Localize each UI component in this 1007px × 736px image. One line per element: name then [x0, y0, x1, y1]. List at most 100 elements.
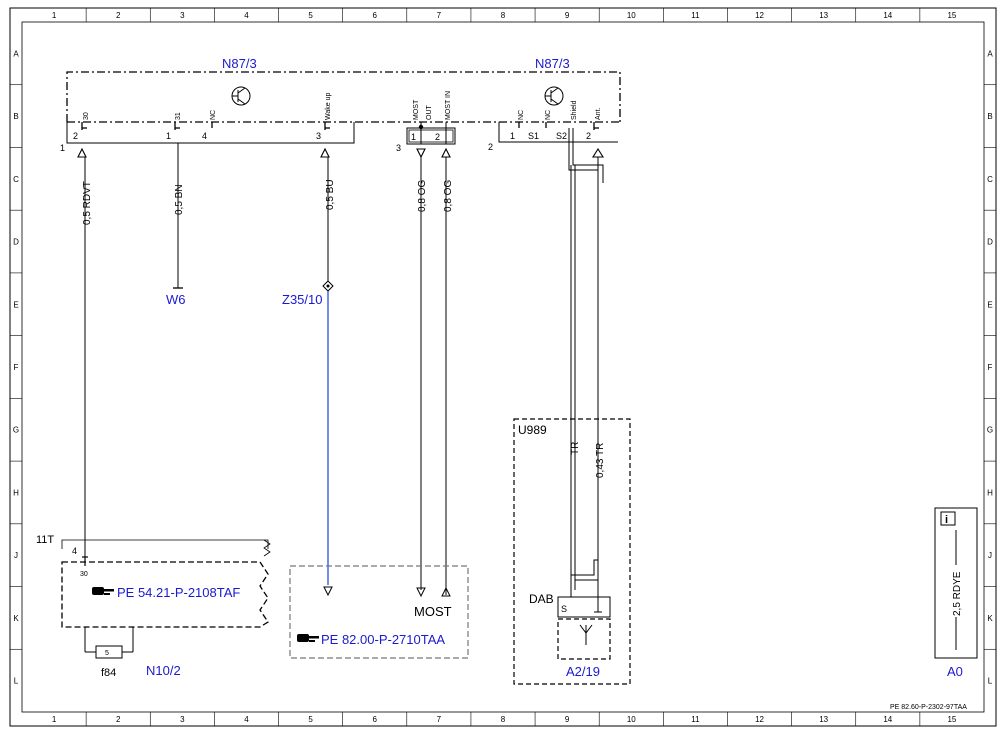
link-pe54[interactable]: PE 54.21-P-2108TAF [117, 585, 240, 600]
wire-label-og-1: 0,8 OG [417, 180, 428, 212]
info-link-pe82[interactable]: PE 82.00-P-2710TAA [297, 632, 445, 647]
grid-row-label: K [13, 614, 19, 623]
wire-label-rdye: 2,5 RDYE [952, 571, 963, 616]
transistor-icon [544, 86, 564, 106]
grid-col-label: 5 [308, 11, 313, 20]
w6-label: W6 [166, 292, 186, 307]
pin-1: 1 [166, 131, 171, 141]
most-pin-2: 2 [435, 132, 440, 142]
grid-col-label: 6 [373, 715, 378, 724]
pin-label-wake-up: Wake up [325, 93, 332, 120]
grid-col-label: 15 [947, 11, 956, 20]
n10-2-label: N10/2 [146, 663, 181, 678]
most-bus-label: MOST [414, 604, 452, 619]
document-id: PE 82.60-P-2302-97TAA [890, 704, 967, 711]
grid-row-label: G [13, 426, 19, 435]
grid-row-label: L [988, 677, 993, 686]
grid-row-label: F [14, 363, 19, 372]
pin-s2: S2 [556, 131, 567, 141]
grid-ruler [10, 8, 996, 726]
grid-col-label: 8 [501, 11, 506, 20]
z35-label: Z35/10 [282, 292, 322, 307]
u989-box [513, 418, 631, 685]
wire-label-043-tr: 0,43 TR [595, 443, 606, 478]
grid-row-label: D [13, 238, 19, 247]
link-pe82[interactable]: PE 82.00-P-2710TAA [321, 632, 445, 647]
grid-row-label: B [987, 112, 992, 121]
grid-col-label: 5 [308, 715, 313, 724]
pin-4: 4 [202, 131, 207, 141]
fuse-label: f84 [101, 667, 116, 679]
grid-col-label: 9 [565, 715, 570, 724]
pin-label-most: MOST [413, 99, 420, 120]
grid-col-label: 2 [116, 11, 121, 20]
hand-pointer-icon [92, 587, 114, 595]
connector-1-label: 1 [60, 143, 65, 153]
grid-row-label: A [987, 49, 993, 58]
grid-col-label: 8 [501, 715, 506, 724]
grid-col-label: 2 [116, 715, 121, 724]
info-link-pe54[interactable]: PE 54.21-P-2108TAF [92, 585, 240, 600]
pin-label-31: 31 [175, 112, 182, 120]
connector-1-housing [66, 122, 355, 144]
info-icon-glyph: i [945, 514, 948, 526]
pin-3: 3 [316, 131, 321, 141]
connector-11t-housing [61, 539, 269, 549]
u989-label: U989 [518, 423, 547, 437]
grid-row-label: H [13, 488, 19, 497]
pin-label-shield: Shield [571, 100, 578, 120]
dab-label: DAB [529, 592, 554, 606]
grid-row-label: J [988, 551, 992, 560]
grid-row-label: B [13, 112, 18, 121]
grid-row-label: C [13, 175, 19, 184]
transistor-icon [231, 86, 251, 106]
grid-col-label: 14 [883, 11, 892, 20]
grid-row-label: K [987, 614, 993, 623]
grid-col-label: 10 [627, 11, 636, 20]
n87-right-label: N87/3 [535, 56, 570, 71]
grid-col-label: 7 [437, 715, 442, 724]
grid-col-label: 6 [373, 11, 378, 20]
dab-coax [557, 559, 611, 618]
a0-label: A0 [947, 664, 963, 679]
grid-row-label: E [987, 300, 992, 309]
connector-2-housing [498, 122, 618, 143]
a2-19-label: A2/19 [566, 664, 600, 679]
grid-col-label: 9 [565, 11, 570, 20]
connector-3-label: 3 [396, 143, 401, 153]
grid-row-label: A [13, 49, 19, 58]
grid-row-label: H [987, 488, 993, 497]
fuse-f84 [84, 627, 134, 659]
info-icon[interactable]: i [940, 511, 956, 526]
pin-2: 2 [586, 131, 591, 141]
grid-col-label: 14 [883, 715, 892, 724]
pin-label-out: OUT [426, 105, 433, 121]
grid-row-label: J [14, 551, 18, 560]
connector-3-housing [406, 127, 456, 145]
grid-col-label: 7 [437, 11, 442, 20]
grid-col-label: 12 [755, 11, 764, 20]
coax-shield-top [568, 128, 604, 590]
pin-1: 1 [510, 131, 515, 141]
grid-col-label: 3 [180, 715, 185, 724]
wire-label-bu: 0,5 BU [325, 179, 336, 210]
n87-left-label: N87/3 [222, 56, 257, 71]
wire-label-rdvt: 0,5 RDVT [82, 181, 93, 225]
outer-frame [9, 7, 997, 727]
dab-pin-s: S [561, 604, 567, 614]
grid-col-label: 11 [691, 11, 700, 20]
grid-col-label: 3 [180, 11, 185, 20]
pin-s1: S1 [528, 131, 539, 141]
a2-19-box [557, 618, 611, 660]
grid-col-label: 4 [244, 715, 249, 724]
grid-row-label: G [987, 426, 993, 435]
grid-col-label: 11 [691, 715, 700, 724]
grid-col-label: 1 [52, 715, 57, 724]
grid-col-label: 13 [819, 11, 828, 20]
wire-label-bn: 0,5 BN [174, 184, 185, 215]
n10-pin-4: 4 [72, 546, 77, 556]
pin-label-nc: NC [210, 110, 217, 120]
pin-label-nc: NC [518, 110, 525, 120]
grid-col-label: 4 [244, 11, 249, 20]
